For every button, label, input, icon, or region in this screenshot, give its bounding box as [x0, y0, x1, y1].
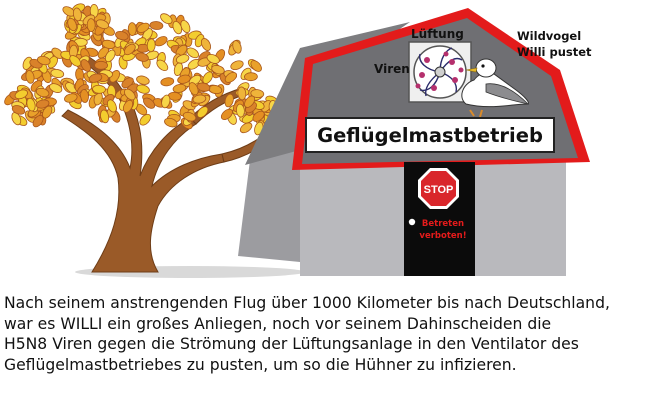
leaf [95, 19, 110, 30]
leaf [104, 49, 116, 63]
leaf [135, 52, 149, 62]
leaf [211, 65, 225, 75]
ventilation-fan [408, 41, 472, 103]
leaf [11, 112, 22, 126]
leaf [186, 47, 200, 59]
leaf [35, 99, 50, 109]
sign-title: Geflügelmastbetrieb [317, 124, 543, 147]
leaf [230, 60, 244, 71]
leaf [14, 89, 28, 100]
leaf [65, 82, 78, 94]
door-text-line2: verboten! [419, 231, 466, 241]
label-bird-line1: Wildvogel [517, 29, 581, 43]
leaf [164, 117, 178, 128]
leaf [156, 59, 169, 72]
leaf [25, 70, 35, 84]
leaf [49, 83, 63, 93]
leaf [224, 93, 234, 108]
leaf [252, 110, 265, 122]
door-knob [408, 218, 416, 226]
leaf [161, 94, 171, 109]
leaf [192, 94, 207, 104]
leaf [35, 87, 50, 98]
leaf [250, 60, 262, 72]
leaf [149, 21, 164, 30]
leaf [123, 43, 136, 56]
leaf [26, 97, 36, 112]
leaf [11, 105, 26, 115]
seagull-willi [461, 58, 530, 118]
barn-side-wall [238, 136, 300, 262]
leaf [101, 39, 116, 49]
leaf [106, 99, 117, 113]
leaf [127, 22, 137, 36]
leaf [50, 69, 65, 78]
illustration: Lüftung Viren Wildvogel Willi pustet Gef… [4, 3, 592, 278]
leaf [143, 97, 156, 109]
caption-line: Nach seinem anstrengenden Flug über 1000… [4, 294, 610, 312]
caption-line: war es WILLI ein großes Anliegen, noch v… [4, 314, 552, 333]
leaf [86, 18, 96, 32]
leaf [177, 74, 191, 84]
leaf [124, 88, 136, 101]
leaf [239, 122, 253, 134]
leaf [250, 89, 265, 99]
leaf [182, 111, 197, 122]
leaf [92, 84, 106, 94]
leaf [100, 109, 110, 124]
barn-door: STOP Betreten verboten! [404, 162, 475, 276]
leaf [160, 77, 175, 87]
door-text-line1: Betreten [422, 219, 464, 229]
leaf [94, 60, 108, 70]
label-bird-line2: Willi pustet [517, 45, 592, 59]
leaf [67, 17, 77, 32]
leaf [232, 40, 242, 54]
leaf [37, 55, 51, 66]
leaf [88, 73, 103, 83]
leaf [115, 30, 129, 41]
leaf [235, 103, 245, 118]
leaf [72, 7, 82, 22]
leaf [32, 114, 44, 128]
stop-text: STOP [424, 184, 454, 196]
leaf [196, 82, 211, 92]
leaf [136, 75, 150, 85]
leaf [224, 71, 238, 83]
leaf [200, 38, 212, 51]
leaf [237, 86, 247, 101]
leaf [172, 20, 183, 35]
leaf [196, 106, 209, 118]
label-viruses: Viren [374, 62, 410, 76]
stop-sign [421, 171, 456, 206]
leaf [136, 22, 150, 33]
tree-foliage [4, 3, 279, 136]
leaf [122, 99, 134, 113]
leaf [160, 13, 173, 25]
sign-board: Geflügelmastbetrieb [305, 117, 555, 153]
leaf [64, 93, 78, 103]
leaf [139, 113, 151, 126]
leaf [206, 53, 220, 64]
caption-text: Nach seinem anstrengenden Flug über 1000… [4, 293, 654, 375]
leaf [220, 108, 233, 121]
leaf [172, 83, 187, 93]
leaf [136, 84, 150, 94]
leaf [69, 55, 82, 67]
leaf [146, 38, 156, 53]
caption-line: Geflügelmastbetriebes zu pusten, um so d… [4, 355, 517, 374]
label-ventilation: Lüftung [411, 27, 464, 41]
leaf [244, 72, 258, 82]
leaf [175, 54, 190, 64]
caption-line: H5N8 Viren gegen die Strömung der Lüftun… [4, 335, 579, 353]
